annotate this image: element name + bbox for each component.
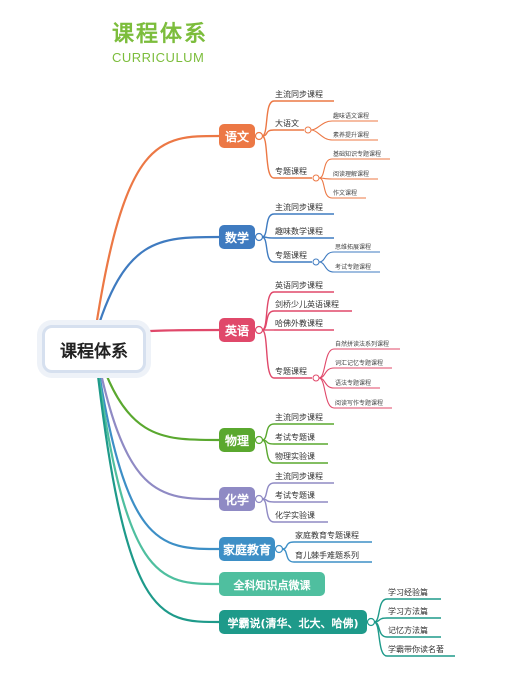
branch-connector (92, 339, 220, 624)
collapse-handle-icon (254, 232, 264, 242)
collapse-handle-icon (254, 435, 264, 445)
leaf-label: 基础知识专题课程 (333, 150, 381, 158)
branch-label: 家庭教育 (223, 542, 271, 557)
child-label: 专题课程 (275, 166, 307, 176)
leaf-connector (318, 348, 335, 379)
collapse-handle-icon (304, 126, 312, 134)
branch-connector (92, 339, 220, 551)
child-connector (373, 621, 388, 657)
center-node: 课程体系 (42, 325, 146, 373)
child-connector (261, 498, 275, 523)
child-label: 专题课程 (275, 250, 307, 260)
child-label: 记忆方法篇 (388, 625, 428, 635)
leaf-label: 作文课程 (333, 189, 357, 197)
child-label: 学霸带你读名著 (388, 644, 444, 654)
branch-label: 英语 (225, 323, 249, 338)
branch-connector (92, 134, 220, 341)
child-label: 育儿棘手难题系列 (295, 550, 359, 560)
leaf-label: 思维拓展课程 (335, 243, 371, 251)
child-label: 趣味数学课程 (275, 226, 323, 236)
branch-connector (92, 235, 220, 341)
child-label: 主流同步课程 (275, 89, 323, 99)
child-connector (261, 100, 275, 137)
child-connector (261, 213, 275, 238)
child-connector (261, 236, 275, 263)
child-label: 剑桥少儿英语课程 (275, 299, 339, 309)
collapse-handle-icon (312, 174, 320, 182)
branch-node-1 (219, 225, 255, 249)
page-title: 课程体系 (112, 22, 209, 47)
leaf-label: 阅读写作专题课程 (335, 399, 383, 407)
leaf-connector (318, 158, 333, 179)
leaf-label: 词汇记忆专题课程 (335, 359, 383, 367)
page-subtitle: CURRICULUM (112, 50, 205, 65)
child-label: 专题课程 (275, 366, 307, 376)
collapse-handle-icon (312, 258, 320, 266)
child-connector (261, 439, 275, 464)
leaf-label: 素养提升课程 (333, 131, 369, 139)
child-label: 考试专题课 (275, 432, 315, 442)
branch-label: 数学 (225, 230, 249, 245)
child-connector (261, 329, 275, 379)
child-connector (281, 541, 295, 550)
leaf-connector (318, 377, 335, 409)
child-label: 学习方法篇 (388, 606, 428, 616)
collapse-handle-icon (254, 131, 264, 141)
child-label: 化学实验课 (275, 510, 315, 520)
leaf-connector (318, 251, 335, 263)
child-label: 主流同步课程 (275, 412, 323, 422)
leaf-connector (318, 177, 333, 199)
child-label: 主流同步课程 (275, 471, 323, 481)
child-connector (281, 548, 295, 563)
leaf-connector (310, 129, 333, 141)
leaf-connector (318, 261, 335, 273)
branch-label: 化学 (225, 492, 249, 507)
collapse-handle-icon (312, 374, 320, 382)
branch-node-2 (219, 318, 255, 342)
child-label: 主流同步课程 (275, 202, 323, 212)
child-connector (261, 482, 275, 500)
leaf-connector (310, 120, 333, 131)
branch-label: 语文 (225, 129, 250, 144)
leaf-label: 考试专题课程 (335, 263, 371, 271)
child-label: 哈佛外教课程 (275, 318, 323, 328)
child-label: 英语同步课程 (275, 280, 323, 290)
branch-node-5 (219, 537, 275, 561)
branch-connector (92, 339, 220, 586)
branch-node-0 (219, 124, 255, 148)
collapse-handle-icon (254, 325, 264, 335)
collapse-handle-icon (254, 494, 264, 504)
branch-node-3 (219, 428, 255, 452)
child-label: 大语文 (275, 118, 299, 128)
child-label: 学习经验篇 (388, 587, 428, 597)
collapse-handle-icon (274, 544, 284, 554)
child-label: 考试专题课 (275, 490, 315, 500)
leaf-label: 自然拼读法系列课程 (335, 340, 389, 348)
child-connector (261, 423, 275, 441)
branch-label: 学霸说(清华、北大、哈佛) (227, 616, 358, 630)
leaf-label: 阅读理解课程 (333, 170, 369, 178)
branch-label: 物理 (225, 433, 249, 448)
branch-node-4 (219, 487, 255, 511)
child-connector (261, 135, 275, 179)
child-label: 物理实验课 (275, 451, 315, 461)
child-label: 家庭教育专题课程 (295, 530, 359, 540)
child-connector (261, 129, 275, 137)
collapse-handle-icon (366, 617, 376, 627)
branch-node-6 (219, 572, 325, 596)
branch-node-7 (219, 610, 367, 634)
leaf-label: 语法专题课程 (335, 379, 371, 387)
leaf-label: 趣味语文课程 (333, 112, 369, 120)
branch-connector (92, 339, 220, 501)
branch-label: 全科知识点微课 (233, 578, 312, 592)
